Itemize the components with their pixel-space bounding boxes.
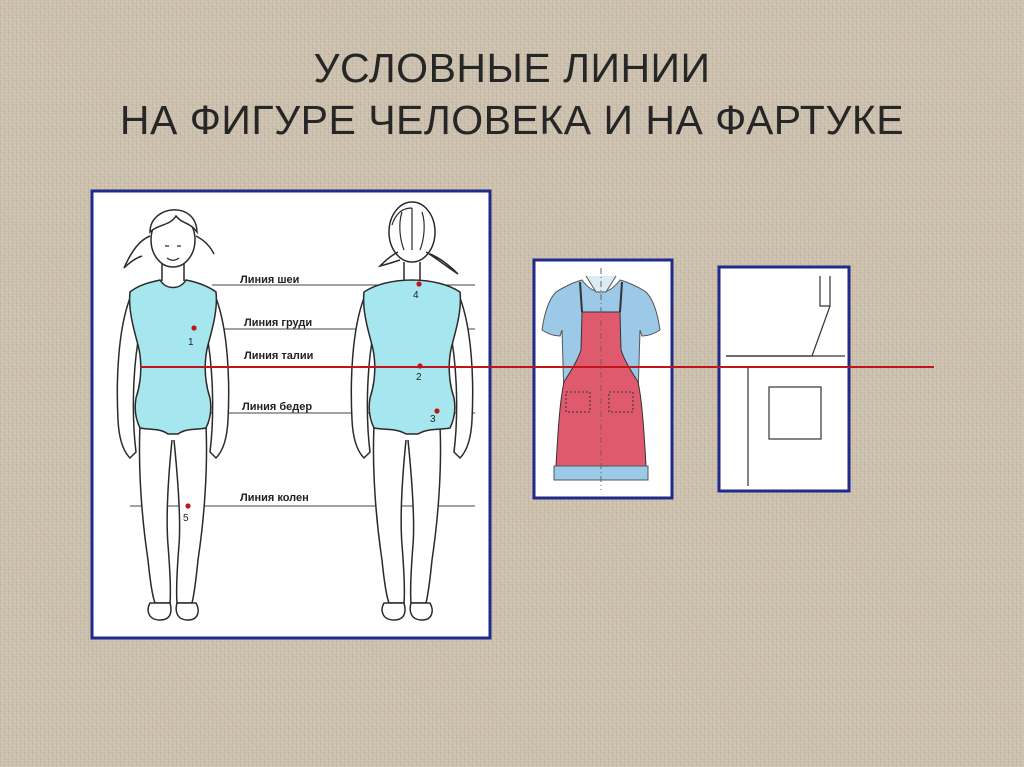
figures-panel: Линия шеи Линия груди Линия талии Линия … — [90, 189, 492, 640]
back-leotard — [362, 279, 462, 435]
front-figure — [116, 209, 230, 621]
back-right-arm — [449, 297, 474, 460]
title-line-1: УСЛОВНЫЕ ЛИНИИ — [313, 45, 711, 91]
back-hair-strands — [391, 207, 425, 251]
front-right-arm — [205, 297, 230, 460]
point-1-label: 1 — [188, 337, 194, 348]
point-3-label: 3 — [430, 414, 436, 425]
front-ponytail-left — [123, 235, 151, 269]
label-knees-line: Линия колен — [240, 492, 309, 504]
apron-left-pocket — [565, 391, 591, 413]
point-4-dot — [416, 281, 422, 287]
label-chest-line: Линия груди — [244, 317, 312, 329]
point-2-label: 2 — [416, 372, 422, 383]
title-line-2: НА ФИГУРЕ ЧЕЛОВЕКА И НА ФАРТУКЕ — [119, 97, 905, 143]
back-figure — [350, 201, 474, 621]
pattern-panel — [717, 265, 851, 493]
page-title: УСЛОВНЫЕ ЛИНИИ НА ФИГУРЕ ЧЕЛОВЕКА И НА Ф… — [0, 42, 1024, 146]
label-hips-line: Линия бедер — [242, 401, 312, 413]
front-leotard — [128, 279, 218, 435]
point-4-label: 4 — [413, 290, 419, 301]
back-left-arm — [350, 297, 375, 460]
point-3-dot — [434, 408, 440, 414]
back-ponytails — [377, 251, 459, 275]
pattern-strap — [819, 276, 831, 307]
apron-right-pocket — [608, 391, 634, 413]
back-right-foot — [409, 602, 433, 621]
apron-panel — [532, 258, 674, 500]
front-hair — [149, 209, 198, 235]
front-neck — [161, 262, 185, 281]
pattern-pocket — [768, 386, 822, 440]
front-right-foot — [175, 602, 199, 621]
pattern-panel-frame — [717, 265, 851, 493]
label-neck-line: Линия шеи — [240, 274, 299, 286]
back-neck — [403, 262, 421, 281]
apron-straps — [579, 281, 623, 313]
front-ponytail-right — [195, 235, 215, 255]
label-waist-line: Линия талии — [244, 350, 313, 362]
front-left-arm — [116, 297, 141, 460]
back-left-foot — [381, 602, 406, 621]
point-1-dot — [191, 325, 197, 331]
point-5-dot — [185, 503, 191, 509]
front-left-foot — [147, 602, 172, 621]
point-5-label: 5 — [183, 513, 189, 524]
front-face — [165, 245, 181, 261]
